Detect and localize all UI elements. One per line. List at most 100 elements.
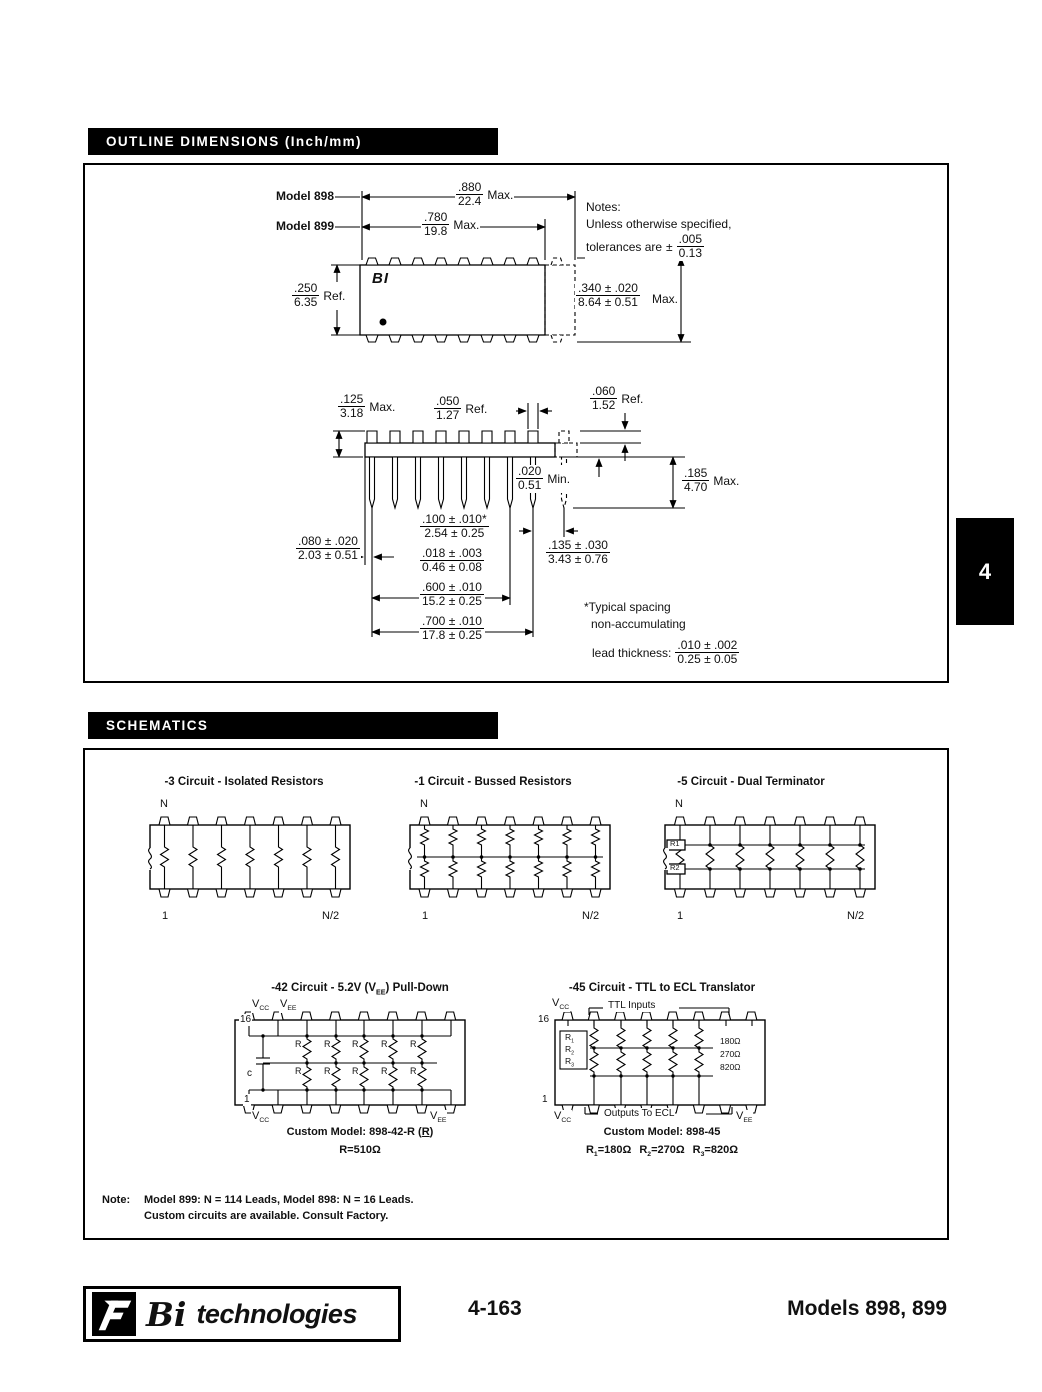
outline-section-title: OUTLINE DIMENSIONS (Inch/mm) — [106, 134, 362, 149]
note-label: Note: — [101, 1194, 132, 1207]
resistor-label: R — [295, 1066, 302, 1076]
notes-line1: Unless otherwise specified, — [585, 217, 733, 232]
isolated-title: -3 Circuit - Isolated Resistors — [163, 776, 325, 790]
brand-bi: Bi — [146, 1294, 187, 1334]
models-title: Models 898, 899 — [787, 1297, 947, 1320]
dual-r1-label: R1 — [670, 839, 680, 848]
dual-pin-n2: N/2 — [846, 910, 866, 923]
translator-vee-bottom: VEE — [735, 1110, 754, 1126]
ttl-inputs-label: TTL Inputs — [607, 1000, 657, 1012]
resistor-label: R — [410, 1066, 417, 1076]
bussed-resistors-schematic — [406, 817, 611, 897]
bus-pin-n: N — [419, 798, 429, 811]
pulldown-title: -42 Circuit - 5.2V (VEE) Pull-Down — [270, 982, 450, 997]
ttl-ecl-translator-schematic — [554, 1007, 766, 1115]
outline-section-header: OUTLINE DIMENSIONS (Inch/mm) — [88, 128, 498, 155]
translator-vcc-top: VCC — [551, 997, 571, 1013]
outputs-to-ecl-label: Outputs To ECL — [603, 1108, 676, 1120]
pulldown-schematic — [234, 1012, 466, 1113]
bussed-title: -1 Circuit - Bussed Resistors — [413, 776, 573, 790]
chip-logo: BI — [372, 270, 389, 287]
resistor-label: R — [295, 1039, 302, 1049]
plus-minus-sign: ± — [666, 239, 673, 254]
dip-top-view — [331, 191, 691, 343]
pulldown-vcc-bottom: VCC — [251, 1110, 271, 1126]
iso-pin-1: 1 — [161, 910, 170, 923]
pin1-index-dot — [379, 318, 387, 326]
pulldown-vcc-top: VCC — [251, 998, 271, 1014]
translator-vcc-bottom: VCC — [553, 1110, 573, 1126]
dual-pin-n: N — [674, 798, 684, 811]
resistor-label: R — [381, 1039, 388, 1049]
pulldown-vee-bottom: VEE — [429, 1110, 448, 1126]
resistor-label: R — [324, 1039, 331, 1049]
dim-340-suffix: Max. — [651, 292, 680, 307]
model-898-label: Model 898 — [243, 189, 335, 204]
brand-logo-box: Bi technologies — [83, 1286, 401, 1342]
translator-ohm2: 270Ω — [719, 1049, 742, 1060]
translator-custom-model: Custom Model: 898-45 — [602, 1126, 722, 1139]
resistor-label: R — [381, 1066, 388, 1076]
capacitor-label: c — [247, 1068, 252, 1079]
resistor-label: R — [410, 1039, 417, 1049]
model-899-label: Model 899 — [243, 219, 335, 234]
pulldown-pin16: 16 — [239, 1014, 253, 1026]
schematics-section-header: SCHEMATICS — [88, 712, 498, 739]
typical-spacing-note: *Typical spacing — [583, 600, 672, 615]
dual-r2-label: R2 — [670, 863, 680, 872]
brand-name: technologies — [196, 1298, 357, 1329]
translator-pin1: 1 — [541, 1094, 549, 1106]
page-number: 4-163 — [468, 1297, 522, 1320]
pulldown-r-value: R=510Ω — [338, 1144, 382, 1157]
translator-r3-label: R3 — [565, 1056, 575, 1069]
schematics-panel: -3 Circuit - Isolated Resistors -1 Circu… — [83, 748, 949, 1240]
bus-pin-1: 1 — [421, 910, 430, 923]
bi-logo-icon — [92, 1292, 136, 1336]
resistor-label: R — [324, 1066, 331, 1076]
non-accumulating-note: non-accumulating — [590, 617, 687, 632]
translator-pin16: 16 — [537, 1014, 551, 1026]
translator-r1-label: R1 — [565, 1032, 575, 1045]
schematics-drawing — [146, 750, 876, 1115]
dual-terminator-title: -5 Circuit - Dual Terminator — [676, 776, 826, 790]
bus-pin-n2: N/2 — [581, 910, 601, 923]
schematics-section-title: SCHEMATICS — [106, 718, 209, 733]
iso-pin-n2: N/2 — [321, 910, 341, 923]
translator-ohm3: 820Ω — [719, 1062, 742, 1073]
pulldown-vee-top: VEE — [279, 998, 298, 1014]
section-tab: 4 — [956, 518, 1014, 625]
translator-title: -45 Circuit - TTL to ECL Translator — [567, 982, 757, 996]
note-line1: Model 899: N = 114 Leads, Model 898: N =… — [143, 1194, 415, 1207]
pulldown-custom-model: Custom Model: 898-42-R (R) — [285, 1126, 435, 1139]
dual-pin-1: 1 — [676, 910, 685, 923]
translator-r2-label: R2 — [565, 1044, 575, 1057]
dual-terminator-schematic — [661, 817, 876, 897]
dim-100-label: .100 ± .010*2.54 ± 0.25 — [419, 512, 490, 541]
resistor-label: R — [352, 1039, 359, 1049]
notes-heading: Notes: — [585, 200, 622, 215]
iso-pin-n: N — [159, 798, 169, 811]
outline-drawing — [331, 191, 691, 637]
isolated-resistors-schematic — [146, 817, 351, 897]
pulldown-pin1: 1 — [243, 1094, 251, 1106]
translator-ohm1: 180Ω — [719, 1036, 742, 1047]
